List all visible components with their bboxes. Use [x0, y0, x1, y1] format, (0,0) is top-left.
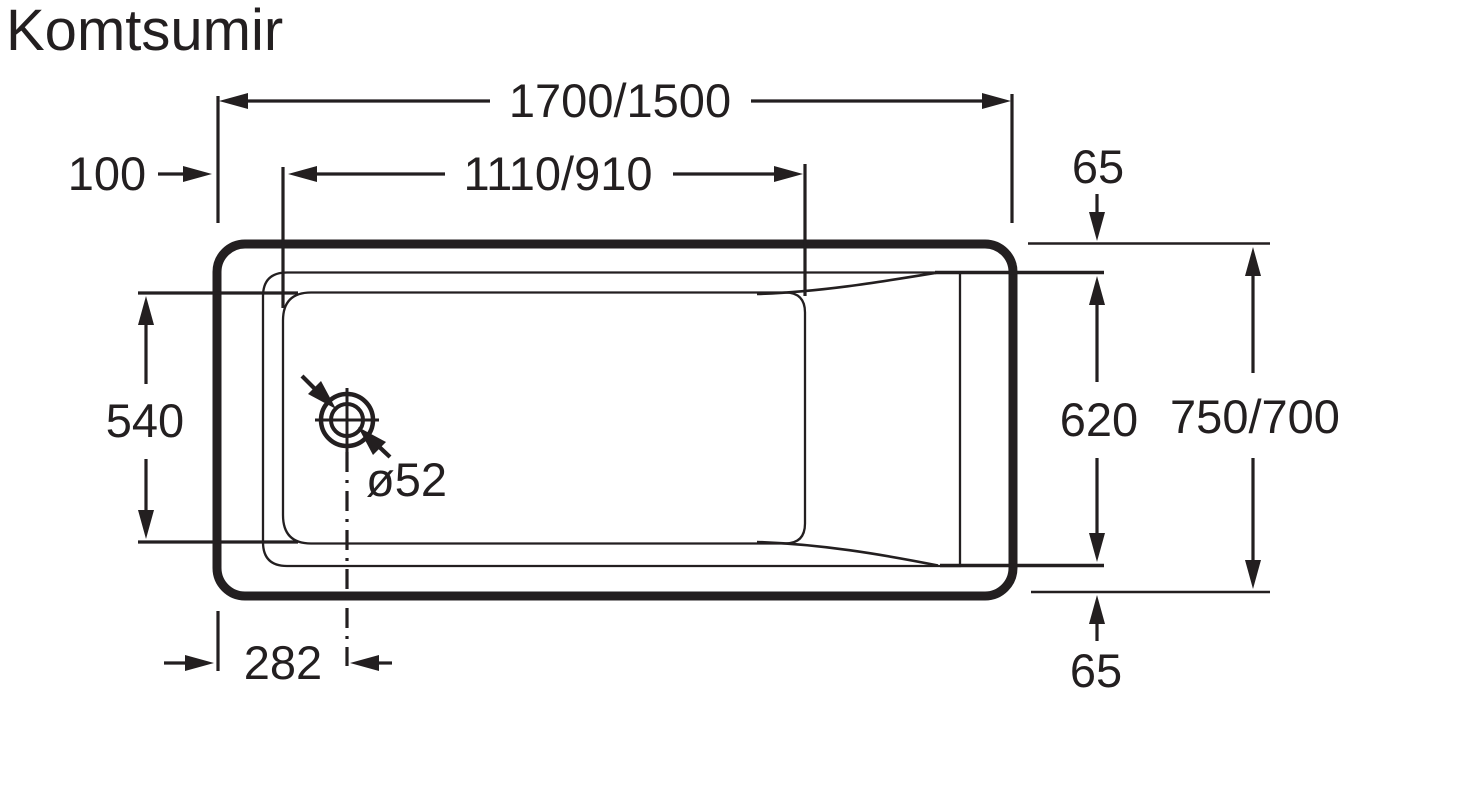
basin-length-label: 1110/910	[463, 147, 652, 200]
arrowhead-left	[288, 166, 317, 182]
arrowhead-down	[1089, 212, 1105, 241]
arrowhead-left-pointing	[350, 655, 379, 671]
dim-basin-width: 540	[106, 291, 298, 544]
dim-drain-offset: 282	[164, 611, 392, 689]
drain-offset-label: 282	[244, 636, 322, 689]
dim-rim-gap-bottom: 65	[1070, 595, 1122, 697]
drain-leader-arrowhead-upper	[308, 381, 336, 409]
dim-overall-length: 1700/1500	[216, 74, 1014, 223]
left-offset-label: 100	[68, 147, 146, 200]
arrowhead-right	[982, 93, 1011, 109]
arrowhead-left	[219, 93, 248, 109]
drain-leader-arrowhead-lower	[358, 427, 386, 455]
arrowhead-up	[1089, 595, 1105, 624]
dim-inner-rim-width: 620	[1060, 276, 1138, 562]
overall-length-label: 1700/1500	[509, 74, 731, 127]
arrowhead-right	[774, 166, 803, 182]
inner-rim-width-label: 620	[1060, 393, 1138, 446]
dim-basin-length: 1110/910	[281, 147, 807, 308]
tub-floor-outline	[281, 291, 807, 545]
arrowhead-down	[138, 510, 154, 539]
arrowhead-down	[1089, 533, 1105, 562]
arrowhead-up	[138, 296, 154, 325]
bathtub-top-view	[212, 239, 1018, 601]
rim-gap-bottom-label: 65	[1070, 644, 1122, 697]
drain-symbol: ø52	[300, 374, 447, 666]
basin-width-label: 540	[106, 394, 184, 447]
page-title: Komtsumir	[6, 0, 283, 63]
overall-width-label: 750/700	[1170, 390, 1340, 443]
arrowhead-up	[1089, 276, 1105, 305]
arrowhead-up	[1245, 247, 1261, 276]
dim-rim-gap-top: 65	[1072, 140, 1124, 241]
arrowhead-down	[1245, 560, 1261, 589]
right-extension-lines	[935, 242, 1270, 594]
tub-outer-outline	[212, 239, 1018, 601]
dim-left-edge-offset: 100	[68, 147, 212, 200]
drain-diameter-label: ø52	[366, 453, 447, 506]
rim-gap-top-label: 65	[1072, 140, 1124, 193]
backrest-slope-bottom-line	[756, 540, 939, 567]
backrest-slope-top-line	[756, 271, 939, 296]
arrowhead-right	[183, 166, 212, 182]
arrowhead-right-pointing	[185, 655, 214, 671]
dim-overall-width: 750/700	[1170, 247, 1340, 589]
